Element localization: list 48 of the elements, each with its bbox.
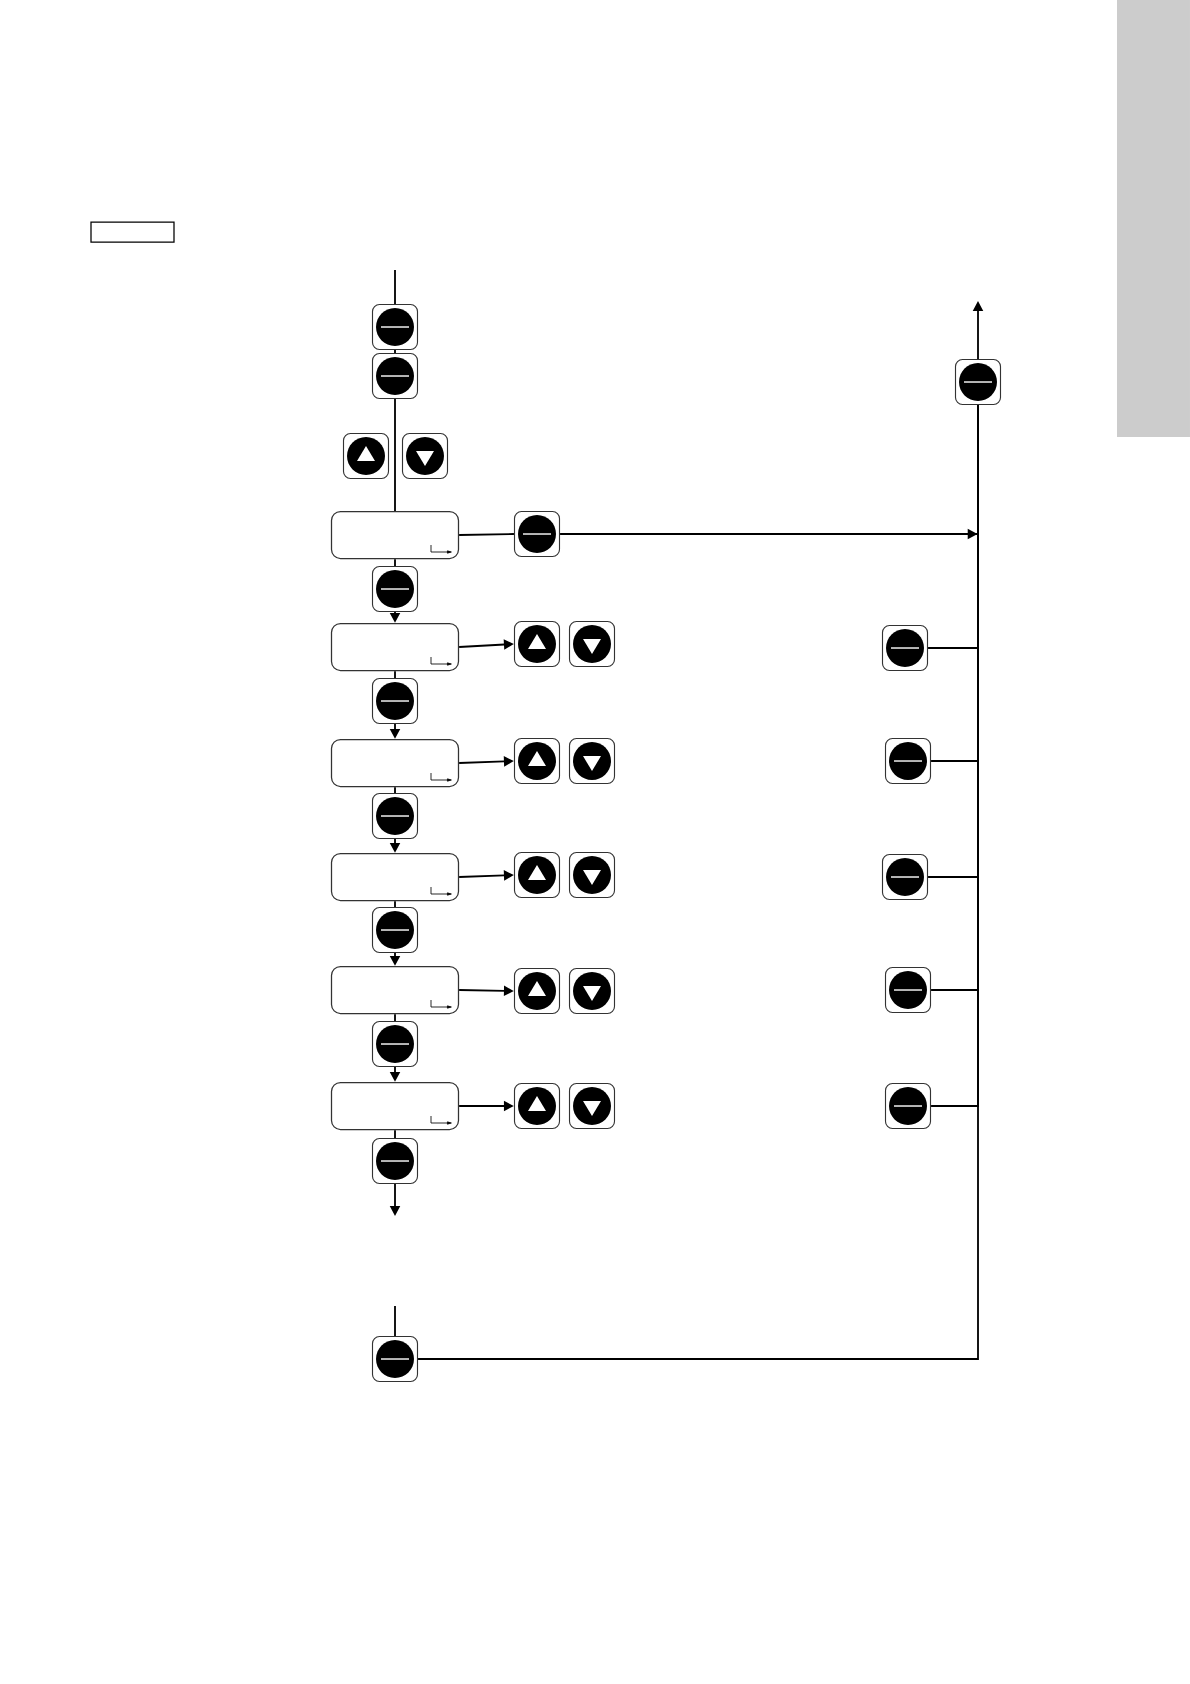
enter-key — [371, 1335, 419, 1383]
empty-label-box — [90, 221, 175, 243]
connector-line — [394, 349, 396, 354]
down-key — [568, 967, 616, 1015]
down-key — [568, 851, 616, 899]
down-key — [568, 1082, 616, 1130]
connector-line — [394, 398, 396, 512]
enter-key — [884, 1082, 932, 1130]
display-box — [330, 738, 460, 788]
enter-key — [513, 510, 561, 558]
enter-key — [371, 677, 419, 725]
enter-key — [371, 792, 419, 840]
connector-line — [394, 670, 396, 679]
enter-key — [371, 565, 419, 613]
down-key — [401, 432, 449, 480]
display-box — [330, 510, 460, 560]
enter-key — [881, 624, 929, 672]
connector-line — [394, 1129, 396, 1139]
up-key — [513, 1082, 561, 1130]
connector-line — [394, 1013, 396, 1022]
connector-line — [394, 786, 396, 794]
down-key — [568, 737, 616, 785]
connector-line — [394, 269, 396, 305]
enter-key — [371, 906, 419, 954]
up-key — [513, 737, 561, 785]
connector-line — [458, 533, 515, 536]
connector-line — [394, 1305, 396, 1337]
connector-line — [417, 404, 979, 1360]
enter-key — [371, 1137, 419, 1185]
enter-key — [371, 352, 419, 400]
display-box — [330, 1081, 460, 1131]
side-tab — [1117, 0, 1190, 437]
enter-key — [371, 303, 419, 351]
display-box — [330, 852, 460, 902]
display-box — [330, 622, 460, 672]
down-key — [568, 620, 616, 668]
up-key — [513, 967, 561, 1015]
connector-line — [394, 558, 396, 567]
enter-key — [954, 358, 1002, 406]
enter-key — [884, 737, 932, 785]
enter-key — [881, 853, 929, 901]
up-key — [342, 432, 390, 480]
up-key — [513, 620, 561, 668]
up-key — [513, 851, 561, 899]
display-box — [330, 965, 460, 1015]
enter-key — [884, 966, 932, 1014]
connector-line — [394, 900, 396, 908]
enter-key — [371, 1020, 419, 1068]
